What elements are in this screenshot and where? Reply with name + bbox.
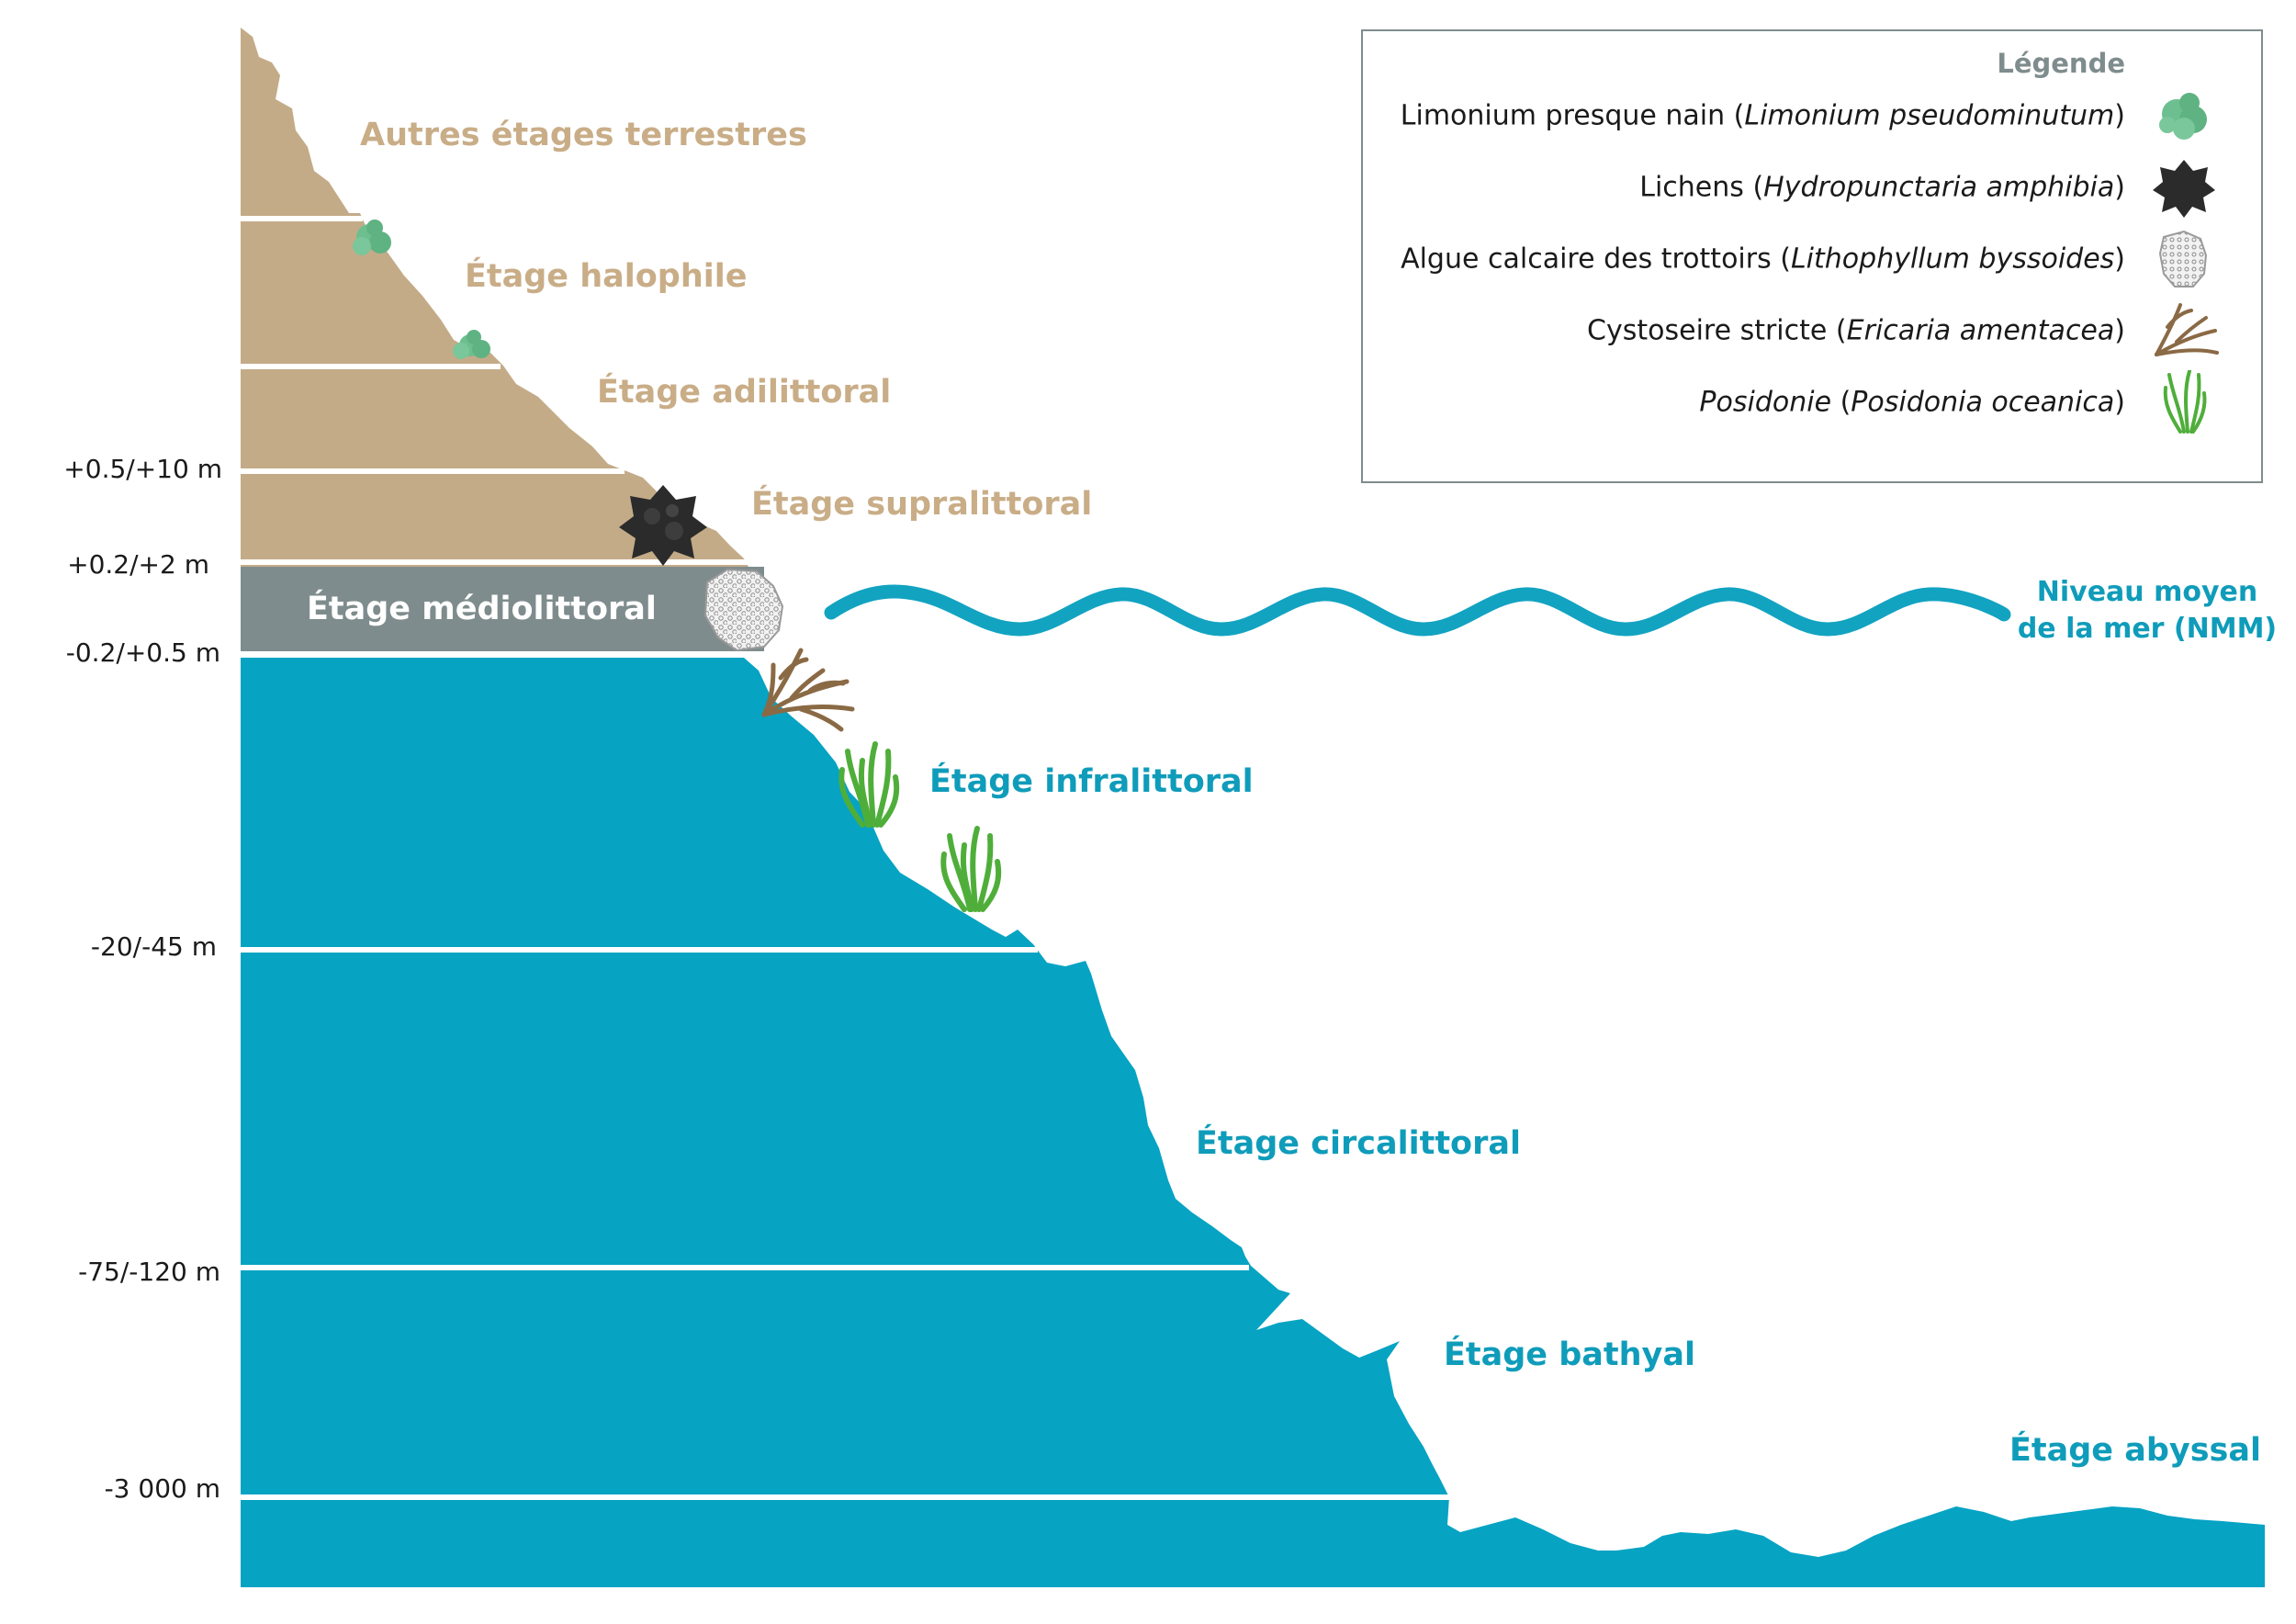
zone-label-mediolittoral: Étage médiolittoral (307, 589, 657, 627)
legend-item-paren-open: ( (1725, 99, 1745, 132)
legend-item: Lichens (Hydropunctaria amphibia) (1379, 155, 2261, 220)
land-terrain (241, 28, 748, 567)
legend-item: Posidonie (Posidonia oceanica) (1379, 369, 2261, 434)
zone-label-bathyal: Étage bathyal (1444, 1335, 1695, 1373)
legend-item-common-name: Posidonie (1699, 386, 1832, 419)
depth-label: -0.2/+0.5 m (66, 637, 220, 668)
depth-label: +0.5/+10 m (63, 454, 222, 484)
cystoseira-icon (761, 648, 855, 732)
sea-level-label: de la mer (NMM) (2018, 613, 2277, 645)
legend-item-paren-close: ) (2114, 242, 2125, 276)
lichen-icon (2147, 155, 2221, 220)
limonium-icon (2147, 84, 2221, 148)
legend-item-label: Cystoseire stricte (Ericaria amentacea) (1587, 315, 2125, 347)
legend-item-latin-name: Lithophyllum byssoides (1790, 242, 2115, 276)
legend-item-paren-open: ( (1771, 242, 1791, 276)
legend-item-paren-close: ) (2114, 171, 2125, 204)
zone-separators (241, 216, 1453, 1500)
zone-label-circalittoral: Étage circalittoral (1196, 1123, 1521, 1162)
cystoseira-icon (2147, 299, 2221, 363)
legend-item-latin-name: Ericaria amentacea (1846, 314, 2115, 347)
legend-item-label: Posidonie (Posidonia oceanica) (1699, 387, 2125, 419)
limonium-icon (453, 330, 490, 359)
legend-item-paren-open: ( (1831, 386, 1851, 419)
posidonia-icon (2147, 369, 2221, 434)
posidonia-icon (940, 826, 1002, 912)
legend-item: Cystoseire stricte (Ericaria amentacea) (1379, 299, 2261, 363)
legend-item-label: Algue calcaire des trottoirs (Lithophyll… (1401, 243, 2125, 276)
legend-item-label: Limonium presque nain (Limonium pseudomi… (1401, 100, 2125, 132)
legend: Légende Limonium presque nain (Limonium … (1361, 29, 2263, 483)
legend-item: Algue calcaire des trottoirs (Lithophyll… (1379, 227, 2261, 291)
zone-label-abyssal: Étage abyssal (2009, 1430, 2261, 1469)
depth-label: +0.2/+2 m (67, 549, 209, 580)
zone-label-supralittoral: Étage supralittoral (751, 484, 1092, 523)
depth-label: -3 000 m (105, 1473, 220, 1504)
limonium-icon (353, 220, 391, 255)
zone-label-halophile: Étage halophile (465, 256, 748, 295)
legend-item-paren-close: ) (2114, 314, 2125, 347)
sea-level-label: Niveau moyen (2037, 576, 2257, 608)
legend-item-common-name: Limonium presque nain (1400, 99, 1726, 132)
zone-label-infralittoral: Étage infralittoral (929, 761, 1254, 800)
legend-item-latin-name: Limonium pseudominutum (1744, 99, 2115, 132)
sea-level-wave (824, 584, 2011, 637)
algae-icon (703, 568, 784, 652)
algae-icon (2147, 227, 2221, 291)
legend-item-label: Lichens (Hydropunctaria amphibia) (1639, 172, 2125, 204)
legend-item-latin-name: Hydropunctaria amphibia (1763, 171, 2115, 204)
legend-item-common-name: Lichens (1639, 171, 1744, 204)
zone-label-adilittoral: Étage adilittoral (597, 372, 891, 411)
mediolittoral-band (241, 567, 764, 651)
lichen-icon (619, 485, 707, 566)
zone-label-terrestre: Autres étages terrestres (360, 117, 807, 153)
legend-item-latin-name: Posidonia oceanica (1851, 386, 2115, 419)
legend-item-common-name: Cystoseire stricte (1587, 314, 1828, 347)
legend-item-common-name: Algue calcaire des trottoirs (1401, 242, 1772, 276)
sea-floor (241, 658, 2265, 1587)
legend-item-paren-open: ( (1827, 314, 1847, 347)
legend-item-paren-close: ) (2114, 386, 2125, 419)
legend-item: Limonium presque nain (Limonium pseudomi… (1379, 84, 2261, 148)
depth-label: -20/-45 m (91, 931, 217, 962)
posidonia-icon (838, 741, 900, 828)
legend-item-paren-open: ( (1743, 171, 1764, 204)
depth-label: -75/-120 m (78, 1257, 220, 1287)
legend-item-paren-close: ) (2114, 99, 2125, 132)
legend-title: Légende (1997, 48, 2125, 79)
